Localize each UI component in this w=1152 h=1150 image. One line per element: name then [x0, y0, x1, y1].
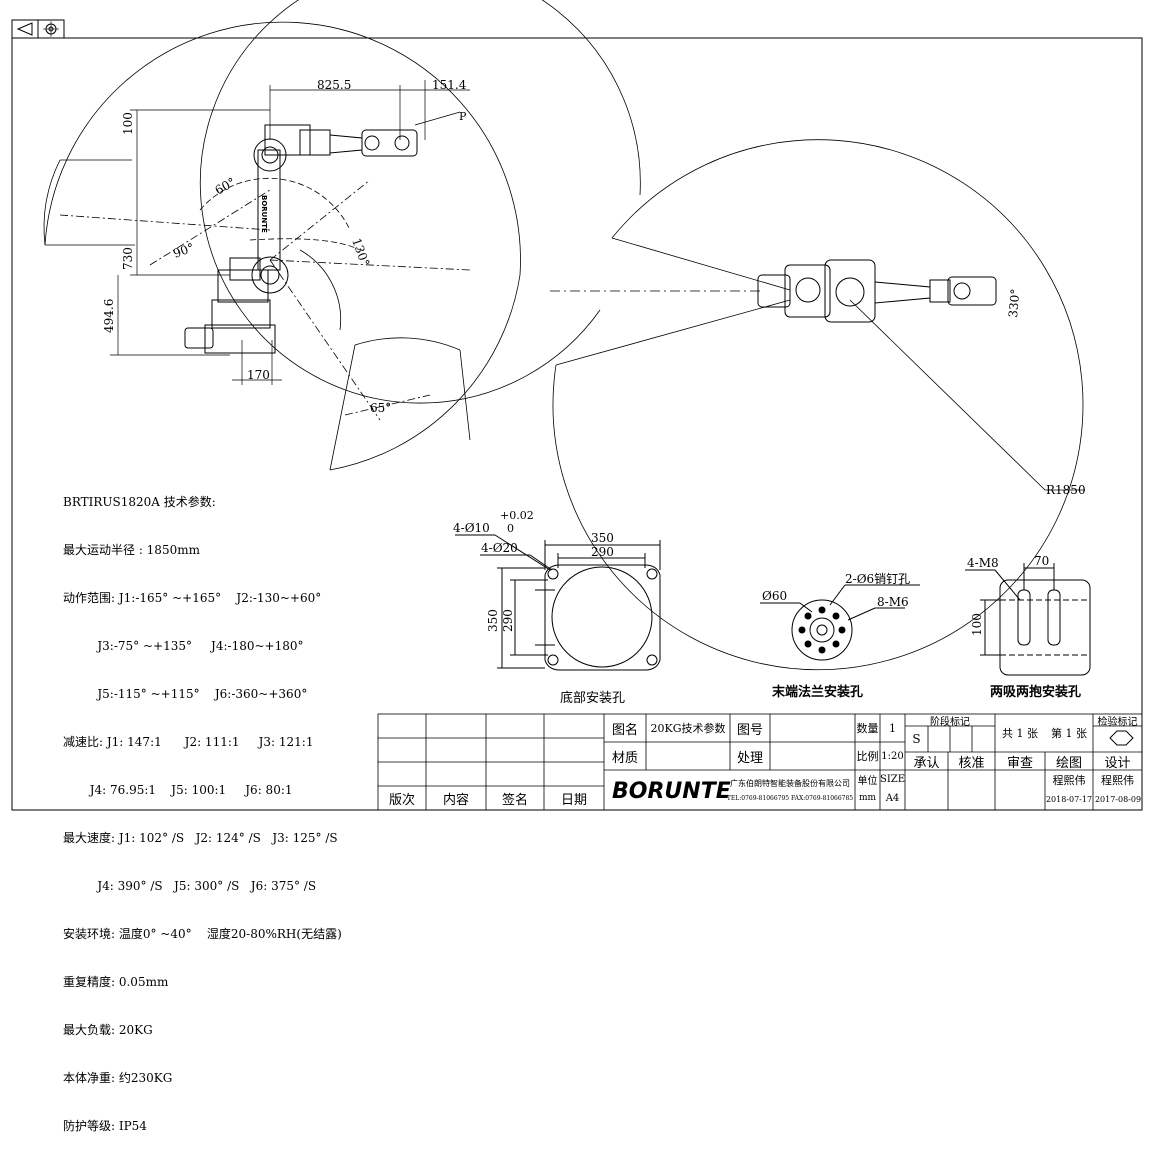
base-mount-view	[455, 534, 661, 671]
top-view-workspace	[199, 0, 1085, 671]
tb-name1: 程熙伟	[1052, 774, 1086, 787]
side-view-workspace	[43, 21, 521, 471]
clamp-view	[965, 563, 1091, 676]
base-tol-low: 0	[507, 522, 514, 535]
spec-line: J4: 390° /S J5: 300° /S J6: 375° /S	[63, 879, 317, 893]
base-h350: 350	[486, 609, 500, 632]
tb-jieduan: 阶段标记	[930, 716, 970, 728]
tb-date1: 2018-07-17	[1045, 794, 1093, 804]
base-w350: 350	[591, 531, 614, 545]
projection-symbol-icon	[11, 19, 65, 39]
spec-line: 最大负载: 20KG	[63, 1023, 153, 1037]
spec-line: J4: 76.95:1 J5: 100:1 J6: 80:1	[63, 783, 293, 797]
clamp-w70: 70	[1034, 554, 1049, 568]
tb-contact: TEL:0769-81066795 FAX:0769-81066785	[726, 794, 854, 802]
tb-shencha: 审查	[1006, 755, 1033, 771]
tb-hezhun: 核准	[958, 755, 985, 771]
spec-line: J3:-75° ~+135° J4:-180~+180°	[63, 639, 304, 653]
tb-tuming-val: 20KG技术参数	[650, 722, 726, 735]
tb-di: 第 1 张	[1051, 727, 1087, 740]
tb-name2: 程熙伟	[1101, 774, 1134, 787]
spec-line: 重复精度: 0.05mm	[63, 975, 169, 989]
flange-view	[760, 584, 920, 661]
tb-bili-val: 1:20	[881, 750, 904, 762]
flange-screw: 8-M6	[877, 595, 909, 609]
dim-494: 494.6	[102, 299, 116, 333]
tb-riqi: 日期	[560, 792, 587, 808]
drawing-canvas: BORUNTE 825.5 151.4 P 100 730 494.6 170 …	[11, 0, 1143, 811]
radius-1850: R1850	[1046, 483, 1086, 497]
robot-brand-label: BORUNTE	[260, 195, 268, 233]
base-hole2: 4-Ø20	[481, 541, 518, 555]
tb-bili: 比例	[856, 750, 879, 763]
spec-line: 最大运动半径 : 1850mm	[63, 543, 200, 557]
spec-line: BRTIRUS1820A 技术参数:	[63, 495, 216, 509]
angle-90: 90°	[171, 240, 196, 260]
side-view-dimensions	[110, 80, 470, 385]
dim-730: 730	[121, 247, 135, 270]
tb-tuming: 图名	[611, 722, 638, 738]
tb-company: 广东伯朗特智能装备股份有限公司	[730, 778, 850, 788]
dim-170: 170	[247, 368, 270, 382]
base-caption: 底部安装孔	[560, 690, 625, 706]
base-w290: 290	[591, 545, 614, 559]
angle-65: 65°	[370, 401, 391, 415]
spec-line: 动作范围: J1:-165° ~+165° J2:-130~+60°	[63, 591, 322, 605]
clamp-h100: 100	[970, 613, 984, 636]
base-h290: 290	[501, 609, 515, 632]
tb-sheji: 设计	[1104, 755, 1131, 771]
angle-130: 130°	[349, 236, 372, 268]
tb-size: SIZE	[879, 773, 906, 785]
tb-s: S	[912, 732, 921, 746]
tb-chuli: 处理	[736, 750, 763, 766]
tb-jianyan: 检验标记	[1097, 716, 1138, 728]
flange-pin: 2-Ø6销钉孔	[845, 572, 910, 586]
flange-dia: Ø60	[762, 589, 787, 603]
angle-60: 60°	[213, 175, 238, 198]
spec-line: 减速比: J1: 147:1 J2: 111:1 J3: 121:1	[63, 735, 314, 749]
tb-neirong: 内容	[442, 792, 469, 808]
spec-line: 安装环境: 温度0° ~40° 湿度20-80%RH(无结露)	[63, 927, 342, 941]
base-tol-up: +0.02	[500, 509, 534, 522]
spec-line: 最大速度: J1: 102° /S J2: 124° /S J3: 125° /…	[63, 831, 338, 845]
tb-size-val: A4	[885, 792, 900, 804]
spec-list: BRTIRUS1820A 技术参数: 最大运动半径 : 1850mm 动作范围:…	[63, 462, 342, 1150]
tb-tuhao: 图号	[736, 722, 763, 738]
spec-line: J5:-115° ~+115° J6:-360~+360°	[63, 687, 308, 701]
tb-qianming: 签名	[501, 792, 528, 808]
clamp-screw: 4-M8	[967, 556, 999, 570]
spec-line: 防护等级: IP54	[63, 1119, 147, 1133]
tb-danwei-val: mm	[858, 793, 877, 803]
robot-side-view	[184, 124, 418, 354]
inspection-hexagon-icon	[1109, 730, 1134, 746]
flange-caption: 末端法兰安装孔	[771, 684, 863, 700]
dim-100: 100	[121, 112, 135, 135]
brand-logo: BORUNTE	[612, 779, 731, 804]
dim-825: 825.5	[317, 78, 351, 92]
dim-p-label: P	[459, 110, 467, 123]
tb-shuliang: 数量	[856, 722, 879, 735]
angle-330: 330°	[1006, 288, 1022, 318]
tb-gong: 共 1 张	[1002, 727, 1038, 740]
tb-huitu: 绘图	[1055, 755, 1082, 771]
tb-date2: 2017-08-09	[1094, 794, 1142, 804]
title-block-grid	[377, 713, 1143, 811]
spec-line: 本体净重: 约230KG	[63, 1071, 173, 1085]
tb-shuliang-val: 1	[889, 721, 896, 735]
tb-banci: 版次	[388, 792, 415, 808]
base-hole1: 4-Ø10	[453, 521, 490, 535]
dim-151: 151.4	[432, 78, 467, 92]
tb-chengren: 承认	[913, 755, 940, 771]
robot-top-view	[757, 259, 997, 323]
tb-caizhi: 材质	[611, 750, 638, 766]
tb-danwei: 单位	[857, 775, 878, 787]
clamp-caption: 两吸两抱安装孔	[990, 684, 1081, 700]
